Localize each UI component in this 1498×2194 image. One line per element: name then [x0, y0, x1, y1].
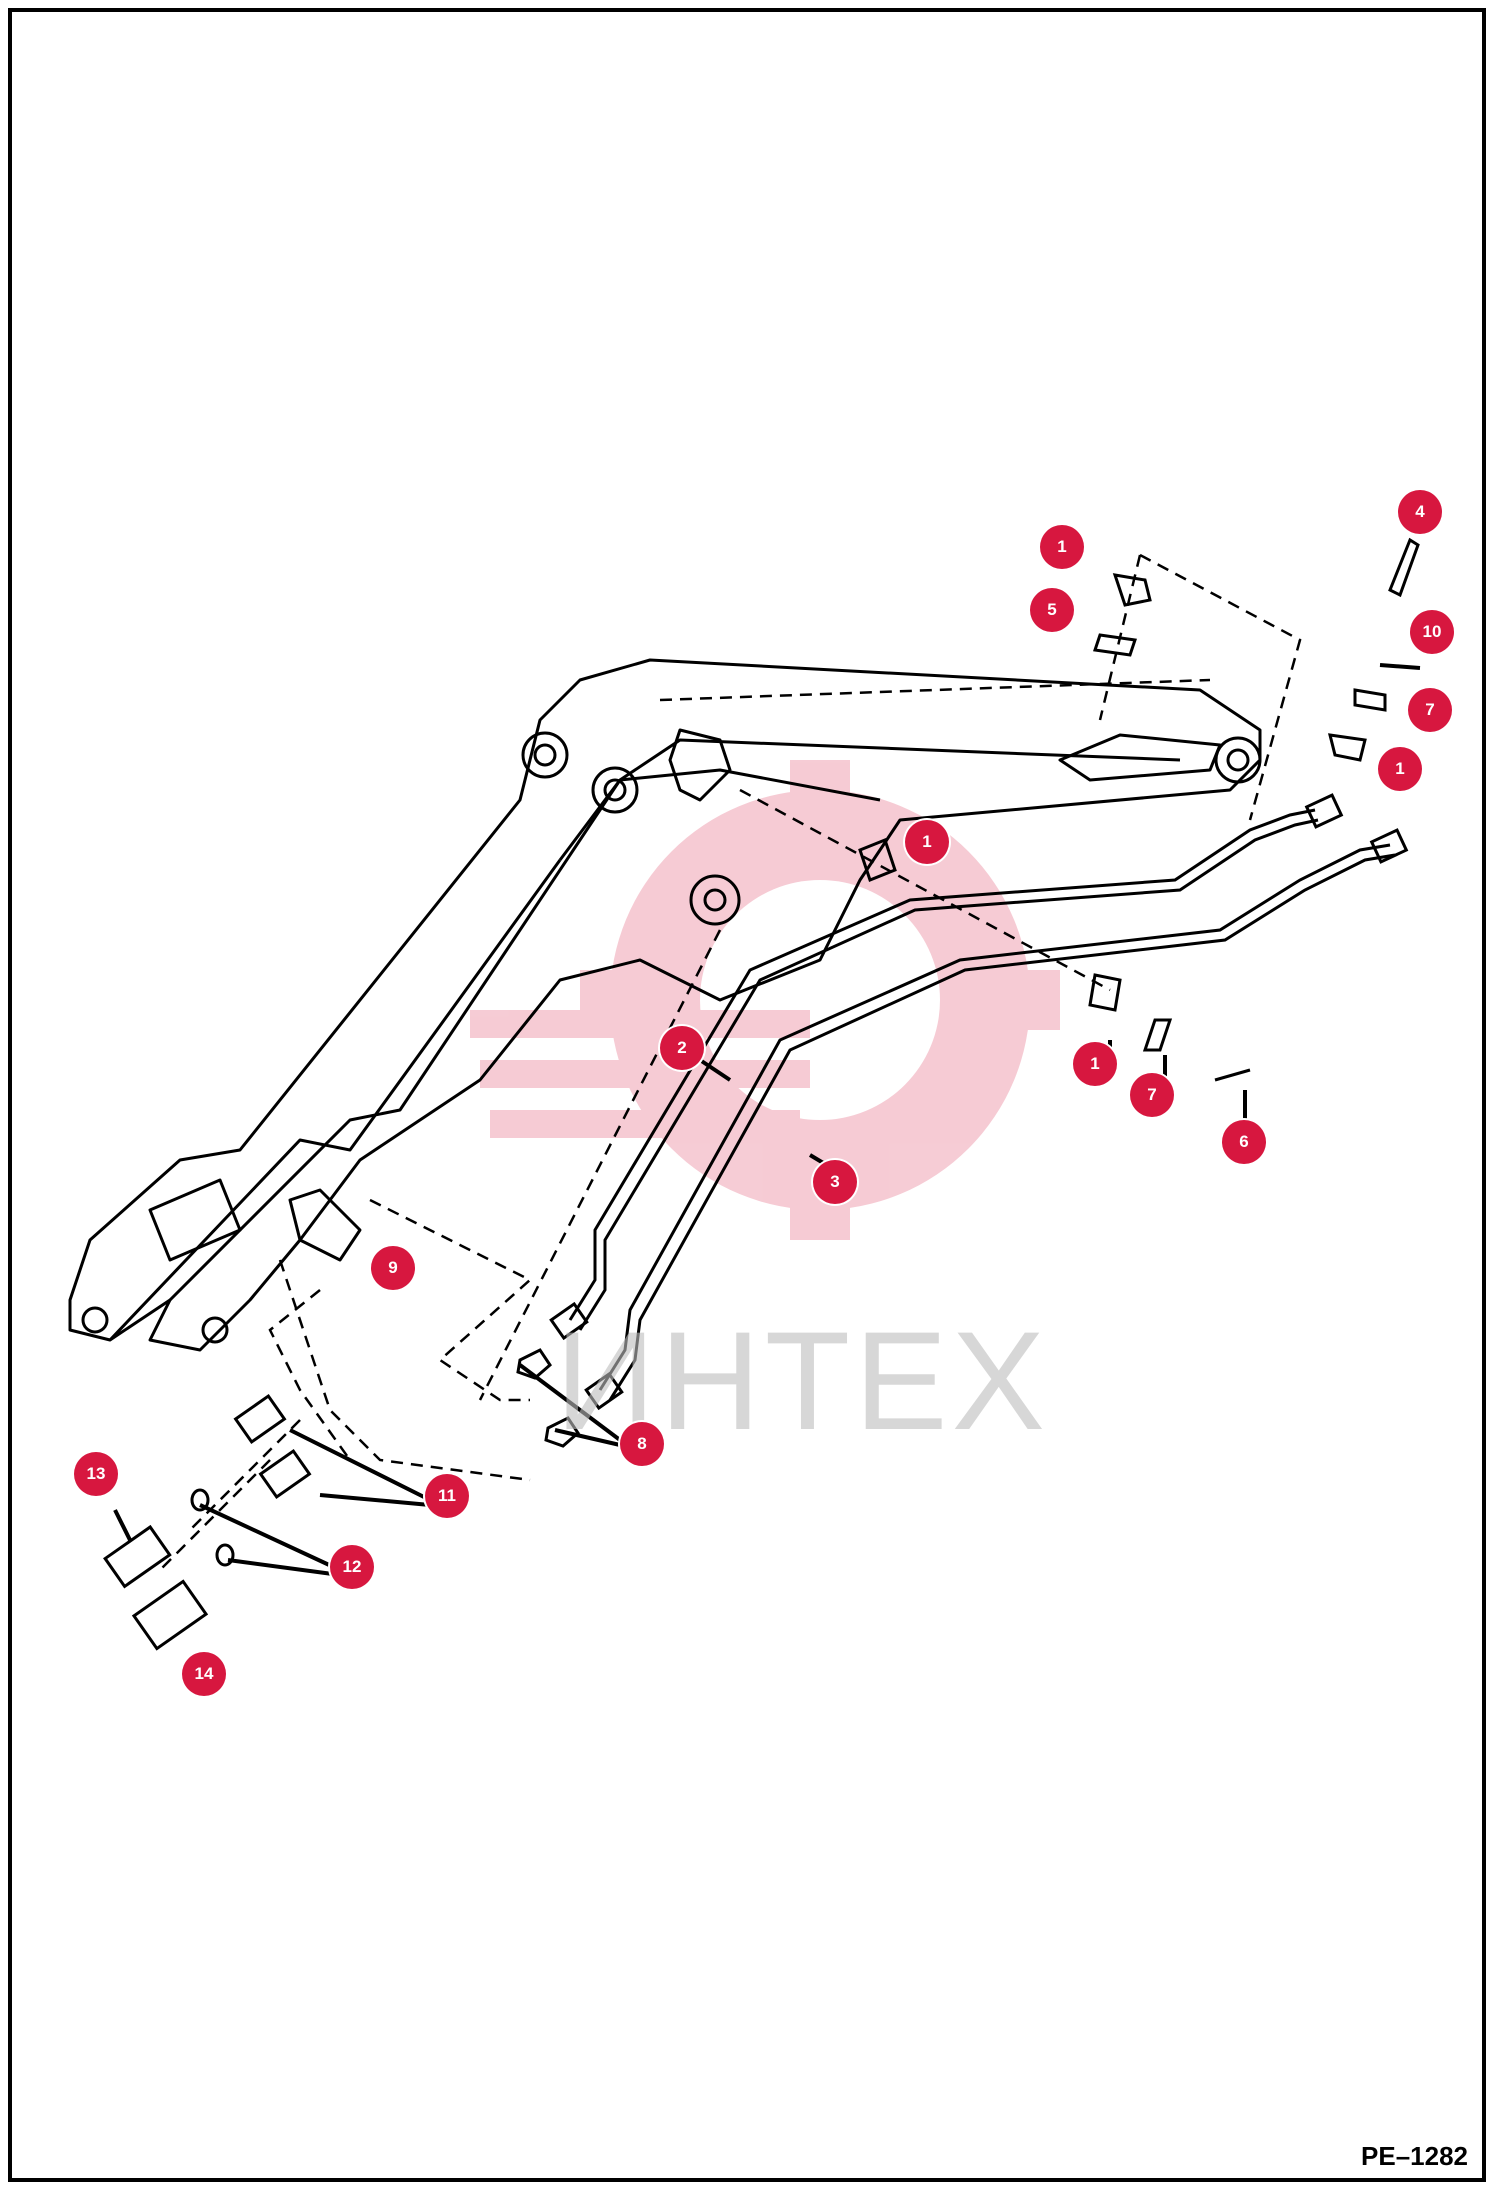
callout-11: 11: [425, 1474, 469, 1518]
callout-1: 1: [1040, 525, 1084, 569]
drawing-code: PE–1282: [1361, 2141, 1468, 2171]
watermark-logo: [470, 760, 1060, 1240]
callout-6: 6: [1222, 1120, 1266, 1164]
callout-7: 7: [1130, 1073, 1174, 1117]
callout-1: 1: [1073, 1042, 1117, 1086]
callout-5: 5: [1030, 588, 1074, 632]
callout-9: 9: [371, 1246, 415, 1290]
tube-upper: [568, 808, 1316, 1321]
callout-1: 1: [1378, 747, 1422, 791]
callout-8: 8: [620, 1422, 664, 1466]
callout-4: 4: [1398, 490, 1442, 534]
callout-10: 10: [1410, 610, 1454, 654]
boom-arm: [68, 658, 1262, 1352]
tube-lower: [598, 843, 1391, 1391]
callout-13: 13: [74, 1452, 118, 1496]
callout-2: 2: [660, 1026, 704, 1070]
callout-1: 1: [905, 820, 949, 864]
callout-14: 14: [182, 1652, 226, 1696]
callout-12: 12: [330, 1545, 374, 1589]
callout-3: 3: [813, 1160, 857, 1204]
drawing-frame: [8, 8, 1486, 2182]
callout-7: 7: [1408, 688, 1452, 732]
